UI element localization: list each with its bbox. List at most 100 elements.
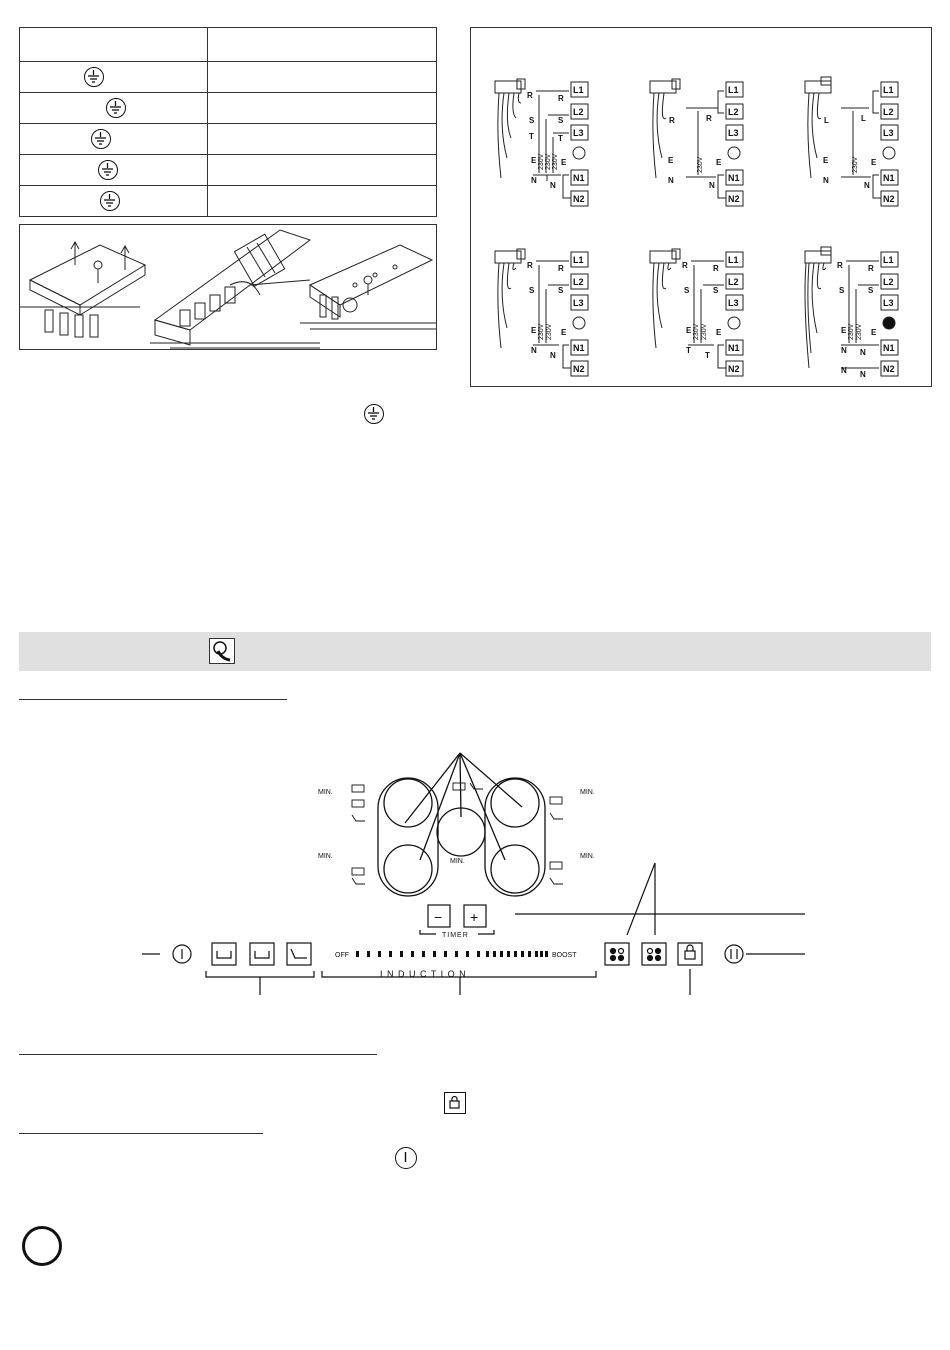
table-row xyxy=(19,61,437,93)
svg-text:L3: L3 xyxy=(728,298,739,308)
wiring-diagram-6: R S E N N R S N N E 230V 230V L1 L2 L3 N… xyxy=(801,243,911,379)
section-underline xyxy=(19,1133,263,1135)
bracket-sketch-middle xyxy=(150,229,320,349)
table-row xyxy=(19,123,437,155)
svg-text:N: N xyxy=(668,176,674,185)
bracket-sketch-left xyxy=(20,240,147,338)
svg-text:L2: L2 xyxy=(883,107,894,117)
svg-text:230V: 230V xyxy=(852,156,859,173)
svg-text:E: E xyxy=(871,158,877,167)
svg-text:N: N xyxy=(709,181,715,190)
timer-minus: − xyxy=(434,909,442,925)
svg-text:T: T xyxy=(529,132,534,141)
svg-text:R: R xyxy=(558,94,564,103)
svg-text:R: R xyxy=(527,91,533,100)
svg-text:T: T xyxy=(705,351,710,360)
svg-text:L3: L3 xyxy=(883,128,894,138)
earth-icon xyxy=(364,404,384,424)
svg-text:N: N xyxy=(550,181,556,190)
svg-text:230V: 230V xyxy=(546,323,553,340)
svg-text:L1: L1 xyxy=(883,85,894,95)
pot-icons xyxy=(351,782,563,885)
control-panel-diagram: MIN. MIN. MIN. MIN. MIN. − + TIMER OFF xyxy=(130,745,820,1000)
svg-text:N1: N1 xyxy=(883,173,895,183)
svg-text:MIN.: MIN. xyxy=(318,853,333,860)
svg-text:230V: 230V xyxy=(693,323,700,340)
svg-text:N2: N2 xyxy=(883,194,895,204)
svg-text:230V: 230V xyxy=(538,153,545,170)
svg-text:E: E xyxy=(716,328,722,337)
svg-text:L1: L1 xyxy=(728,85,739,95)
svg-text:N: N xyxy=(860,348,866,357)
svg-text:N2: N2 xyxy=(883,364,895,374)
svg-text:T: T xyxy=(686,346,691,355)
wiring-diagram-4: R S E N R S N E 230V 230V L1 L2 L3 N1 N2 xyxy=(491,243,601,378)
svg-text:E: E xyxy=(686,326,692,335)
svg-text:L2: L2 xyxy=(728,107,739,117)
svg-text:N2: N2 xyxy=(573,364,585,374)
svg-text:E: E xyxy=(561,328,567,337)
svg-text:S: S xyxy=(684,286,690,295)
wiring-diagrams: R S T E N R S T N E 230V 230V 230V L1 L2… xyxy=(470,27,932,387)
svg-text:N: N xyxy=(841,346,847,355)
section-underline xyxy=(19,699,287,701)
svg-text:S: S xyxy=(839,286,845,295)
hand-touch-icon xyxy=(209,638,235,664)
svg-text:N2: N2 xyxy=(728,194,740,204)
svg-text:230V: 230V xyxy=(856,323,863,340)
svg-text:L1: L1 xyxy=(573,255,584,265)
svg-text:L2: L2 xyxy=(728,277,739,287)
earth-icon xyxy=(84,67,104,87)
svg-text:E: E xyxy=(531,326,537,335)
svg-text:N2: N2 xyxy=(728,364,740,374)
table-row xyxy=(19,154,437,186)
svg-text:R: R xyxy=(868,264,874,273)
svg-text:L3: L3 xyxy=(573,298,584,308)
svg-text:N1: N1 xyxy=(728,173,740,183)
table-row xyxy=(19,185,437,217)
svg-text:230V: 230V xyxy=(545,153,552,170)
section-header-band xyxy=(19,632,931,671)
svg-text:T: T xyxy=(558,134,563,143)
svg-text:E: E xyxy=(668,156,674,165)
svg-text:S: S xyxy=(529,286,535,295)
svg-text:N1: N1 xyxy=(573,173,585,183)
svg-text:230V: 230V xyxy=(552,153,559,170)
svg-text:N: N xyxy=(550,351,556,360)
svg-text:BOOST: BOOST xyxy=(552,952,577,959)
svg-text:S: S xyxy=(558,286,564,295)
earth-icon xyxy=(106,98,126,118)
power-level-slider xyxy=(356,951,548,957)
svg-text:MIN.: MIN. xyxy=(318,789,333,796)
svg-text:L: L xyxy=(861,114,866,123)
svg-text:N1: N1 xyxy=(728,343,740,353)
earth-icon xyxy=(98,160,118,180)
svg-text:L: L xyxy=(824,116,829,125)
svg-text:R: R xyxy=(713,264,719,273)
svg-text:L1: L1 xyxy=(728,255,739,265)
svg-text:E: E xyxy=(716,158,722,167)
svg-text:230V: 230V xyxy=(848,323,855,340)
power-icon xyxy=(395,1147,417,1169)
svg-text:S: S xyxy=(868,286,874,295)
svg-text:L2: L2 xyxy=(573,277,584,287)
info-circle-icon xyxy=(22,1226,62,1266)
svg-text:TIMER: TIMER xyxy=(442,932,469,939)
svg-text:N: N xyxy=(531,346,537,355)
svg-text:R: R xyxy=(682,261,688,270)
svg-text:230V: 230V xyxy=(538,323,545,340)
table-row xyxy=(19,27,437,62)
timer-plus: + xyxy=(470,909,478,925)
svg-text:R: R xyxy=(706,114,712,123)
svg-text:MIN.: MIN. xyxy=(580,789,595,796)
svg-text:N1: N1 xyxy=(573,343,585,353)
svg-text:L3: L3 xyxy=(883,298,894,308)
section-underline xyxy=(19,1054,377,1056)
svg-text:N: N xyxy=(860,370,866,378)
cooking-zones xyxy=(377,752,546,897)
svg-text:N2: N2 xyxy=(573,194,585,204)
svg-text:N: N xyxy=(841,366,847,375)
svg-text:E: E xyxy=(531,156,537,165)
svg-text:R: R xyxy=(527,261,533,270)
svg-text:N1: N1 xyxy=(883,343,895,353)
